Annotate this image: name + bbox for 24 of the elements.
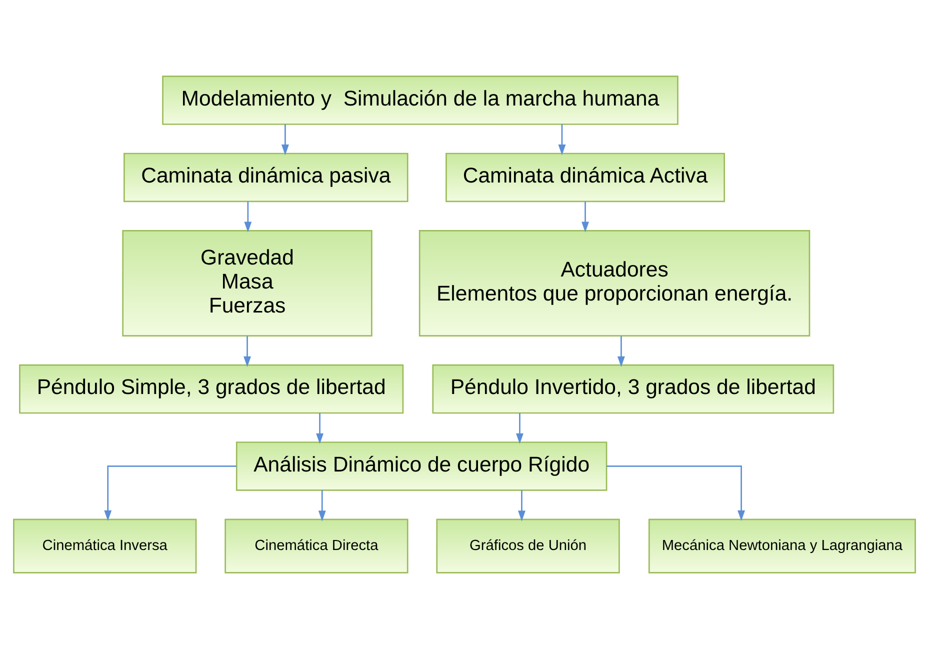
arrow — [316, 413, 324, 444]
arrow — [606, 466, 746, 522]
arrow — [582, 201, 589, 232]
node-box: Péndulo Simple, 3 grados de libertad — [19, 364, 404, 414]
node-box: Gravedad Masa Fuerzas — [122, 230, 372, 336]
node-box: Caminata dinámica pasiva — [124, 152, 408, 202]
arrow — [104, 466, 236, 522]
node-box: Gráficos de Unión — [436, 518, 620, 574]
node-box: Análisis Dinámico de cuerpo Rígido — [236, 442, 608, 491]
arrow — [558, 124, 566, 156]
node-box: Modelamiento y Simulación de la marcha humana — [162, 76, 678, 125]
arrow — [518, 490, 526, 522]
arrow — [516, 413, 524, 444]
arrow — [244, 336, 251, 368]
node-box: Actuadores Elementos que proporcionan energía. — [418, 230, 810, 336]
arrow — [244, 201, 252, 232]
node-box: Péndulo Invertido, 3 grados de libertad — [432, 364, 834, 414]
arrow — [281, 124, 289, 156]
arrow — [318, 490, 326, 522]
node-box: Cinemática Directa — [224, 518, 408, 574]
arrow — [617, 336, 625, 368]
node-box: Cinemática Inversa — [13, 518, 197, 574]
node-box: Caminata dinámica Activa — [446, 152, 725, 202]
node-box: Mecánica Newtoniana y Lagrangiana — [648, 518, 916, 574]
